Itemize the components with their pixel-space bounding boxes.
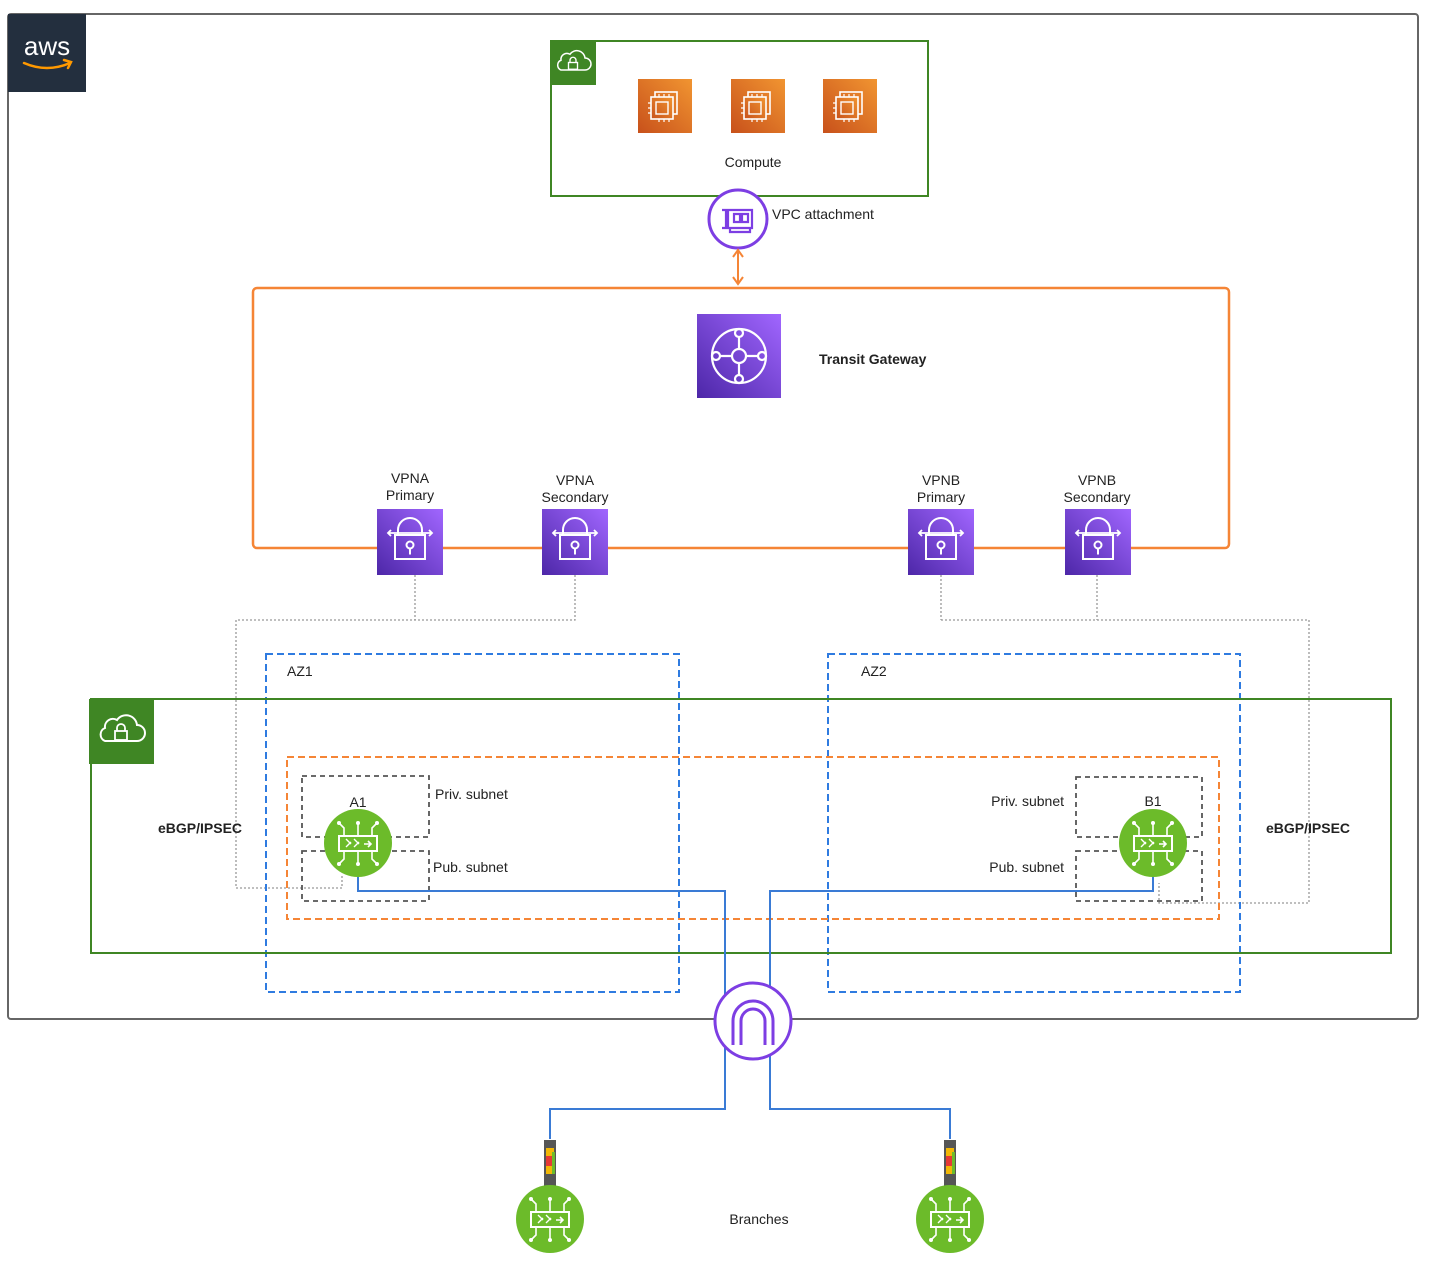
branch-appliance-icon[interactable] <box>515 1184 585 1254</box>
subnet-boundary <box>301 775 430 838</box>
transit-gateway-boundary <box>251 286 1231 550</box>
appliance-group-boundary <box>286 756 1220 920</box>
vpn-label-line1: VPNB <box>922 472 960 488</box>
attachment-link <box>732 248 744 286</box>
ec2-instance-icon[interactable] <box>822 78 878 134</box>
vpc-attachment-glyph <box>722 208 754 234</box>
ipsec-tunnel-lines <box>235 575 1310 904</box>
aws-smile-icon <box>22 58 73 70</box>
vpn-label-line2: Primary <box>386 487 434 503</box>
availability-zone-boundary <box>827 653 1241 993</box>
branch-firewall-icon <box>944 1140 956 1192</box>
appliance-label: A1 <box>349 794 366 810</box>
vpn-label-line2: Secondary <box>1064 489 1131 505</box>
vpn-label-line2: Primary <box>917 489 965 505</box>
compute-label: Compute <box>725 154 782 170</box>
ec2-instance-icon[interactable] <box>637 78 693 134</box>
transit-vpc-boundary <box>90 698 1392 954</box>
aws-cloud-boundary <box>7 13 1419 1020</box>
aws-logo <box>8 14 86 92</box>
vpc-attachment-label: VPC attachment <box>772 206 874 222</box>
availability-zone-label: AZ2 <box>861 663 887 679</box>
subnet-label: Pub. subnet <box>433 859 508 875</box>
appliance-label: B1 <box>1144 793 1161 809</box>
availability-zone-boundary <box>265 653 680 993</box>
vpn-label-line1: VPNA <box>556 472 595 488</box>
subnet-label: Pub. subnet <box>989 859 1064 875</box>
internet-gateway-glyph <box>731 999 775 1045</box>
vpn-gateway-icon[interactable] <box>907 508 975 576</box>
transit-gateway-icon[interactable] <box>697 314 781 398</box>
vpn-gateway-icon[interactable] <box>376 508 444 576</box>
aws-logo-text: aws <box>24 31 70 61</box>
transit-gateway-label: Transit Gateway <box>819 351 927 367</box>
ec2-instance-icon[interactable] <box>730 78 786 134</box>
branch-appliance-icon[interactable] <box>915 1184 985 1254</box>
vpn-label-line1: VPNA <box>391 470 430 486</box>
availability-zone-label: AZ1 <box>287 663 313 679</box>
subnet-label: Priv. subnet <box>991 793 1064 809</box>
appliance-a1-icon[interactable] <box>323 808 393 878</box>
vpn-label-line2: Secondary <box>542 489 609 505</box>
vpn-gateway-icon[interactable] <box>1064 508 1132 576</box>
branch-firewall-icon <box>544 1140 556 1192</box>
tunnel-label: eBGP/IPSEC <box>1266 820 1350 836</box>
vpn-label-line1: VPNB <box>1078 472 1116 488</box>
tunnel-label: eBGP/IPSEC <box>158 820 242 836</box>
vpc-attachment-icon[interactable] <box>707 188 769 250</box>
subnet-boundary <box>1075 776 1203 838</box>
appliance-b1-icon[interactable] <box>1118 808 1188 878</box>
transit-gateway-glyph <box>710 327 768 385</box>
vpn-gateway-icon[interactable] <box>541 508 609 576</box>
internet-gateway-icon[interactable] <box>713 981 793 1061</box>
subnet-label: Priv. subnet <box>435 786 508 802</box>
branches-label: Branches <box>729 1211 788 1227</box>
